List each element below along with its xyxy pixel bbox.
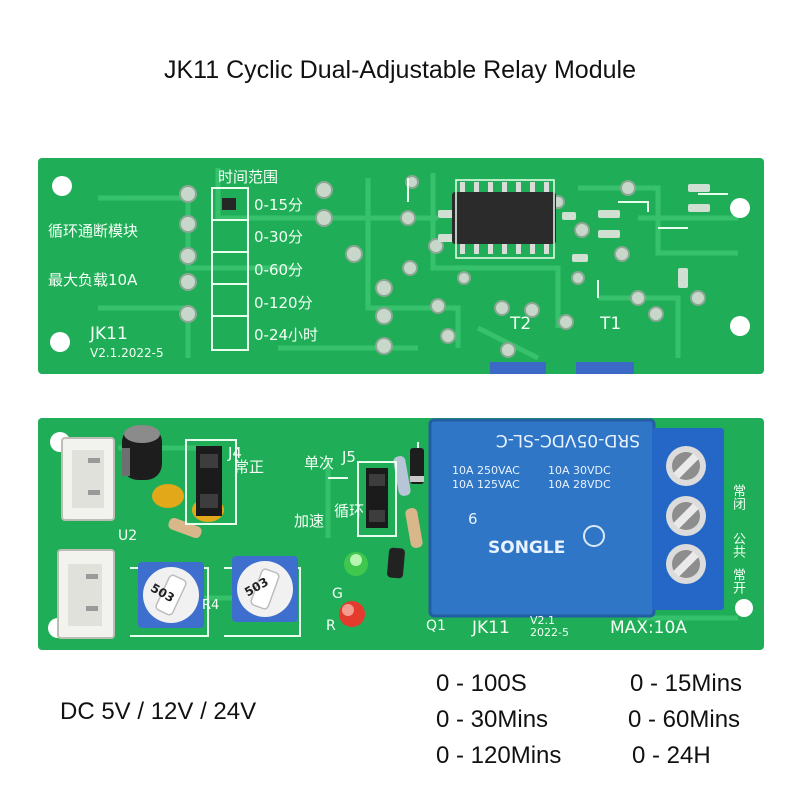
spec-range-30min: 0 - 30Mins xyxy=(436,706,549,733)
spec-range-100s: 0 - 100S xyxy=(436,670,527,697)
time-range-header: 时间范围 xyxy=(218,168,279,186)
label-j4: J4 xyxy=(228,444,242,462)
front-board-version-2: 2022-5 xyxy=(530,626,569,639)
time-range-30min: 0-30分 xyxy=(254,228,304,246)
relay-board-back-photo: 时间范围 0-15分 0-30分 0-60分 0-120分 0-24小时 循环通… xyxy=(38,158,764,374)
label-j5: J5 xyxy=(342,448,356,466)
front-board-model: JK11 xyxy=(472,618,510,638)
board-model: JK11 xyxy=(90,324,128,344)
time-range-15min: 0-15分 xyxy=(254,196,304,214)
time-range-60min: 0-60分 xyxy=(254,261,304,279)
time-range-120min: 0-120分 xyxy=(254,294,313,312)
relay-rating-4: 10A 28VDC xyxy=(548,478,611,491)
relay-rating-3: 10A 30VDC xyxy=(548,464,611,477)
label-normal: 常正 xyxy=(234,458,265,476)
back-board-traces xyxy=(50,168,750,374)
spec-range-15min: 0 - 15Mins xyxy=(630,670,743,697)
terminal-no: 常开 xyxy=(730,568,745,594)
relay-board-front-photo: SRD-05VDC-SL-C 10A 250VAC 10A 125VAC 10A… xyxy=(38,418,764,650)
label-led-g: G xyxy=(332,586,343,602)
label-cycle-module: 循环通断模块 xyxy=(48,222,139,240)
relay-rating-1: 10A 250VAC xyxy=(452,464,520,477)
terminal-com: 公共 xyxy=(730,532,745,558)
product-title: JK11 Cyclic Dual-Adjustable Relay Module xyxy=(164,56,636,84)
label-q1: Q1 xyxy=(426,618,446,634)
label-led-r: R xyxy=(326,618,336,634)
label-cycle: 循环 xyxy=(334,502,365,520)
pot-label-t1: T1 xyxy=(600,314,622,334)
time-range-24h: 0-24小时 xyxy=(254,326,319,344)
spec-range-60min: 0 - 60Mins xyxy=(628,706,741,733)
front-board-components xyxy=(48,418,753,639)
relay-rating-2: 10A 125VAC xyxy=(452,478,520,491)
spec-voltage: DC 5V / 12V / 24V xyxy=(60,698,257,725)
relay-brand: SONGLE xyxy=(488,538,566,558)
relay-id: 6 xyxy=(468,510,478,528)
spec-range-120min: 0 - 120Mins xyxy=(436,742,562,769)
pot-label-t2: T2 xyxy=(510,314,532,334)
board-version: V2.1.2022-5 xyxy=(90,346,164,360)
label-max-load: 最大负载10A xyxy=(48,271,138,289)
label-single: 单次 xyxy=(304,454,335,472)
relay-model: SRD-05VDC-SL-C xyxy=(495,430,640,450)
label-accel: 加速 xyxy=(294,512,325,530)
front-board-version-1: V2.1 xyxy=(530,614,556,627)
spec-range-24h: 0 - 24H xyxy=(632,742,711,769)
front-board-max-load: MAX:10A xyxy=(610,618,687,638)
label-u2: U2 xyxy=(118,528,138,544)
label-r4: R4 xyxy=(202,598,220,613)
terminal-nc: 常闭 xyxy=(730,484,745,510)
